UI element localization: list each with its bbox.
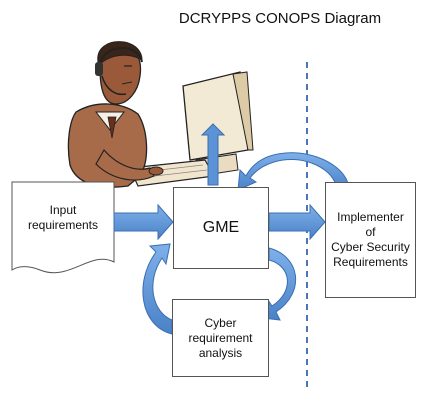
input-requirements-node: Input requirements: [12, 203, 114, 233]
person-at-computer-icon: [67, 41, 254, 188]
implementer-label-line-3: Cyber Security: [331, 240, 410, 254]
up-arrow-icon: [200, 123, 226, 186]
implementer-label-line-4: Requirements: [333, 255, 408, 269]
input-document-shape: [11, 181, 115, 274]
analysis-label-line-2: requirement: [188, 330, 253, 345]
gme-label: GME: [202, 219, 240, 236]
implementer-label-line-1: Implementer: [337, 210, 404, 224]
implementer-node: Implementer of Cyber Security Requiremen…: [325, 182, 416, 298]
analysis-label-line-3: analysis: [198, 345, 243, 360]
diagram-title: DCRYPPS CONOPS Diagram: [178, 10, 382, 27]
input-to-gme-arrow-icon: [113, 203, 174, 241]
analysis-label-line-1: Cyber: [204, 315, 237, 330]
analysis-to-gme-arrow-icon: [142, 243, 173, 335]
implementer-label-line-2: of: [365, 225, 376, 239]
gme-to-implementer-arrow-icon: [268, 203, 326, 241]
input-label-line-2: requirements: [27, 218, 99, 232]
cyber-requirement-analysis-node: Cyber requirement analysis: [172, 299, 269, 377]
gme-node: GME: [173, 187, 269, 269]
input-label-line-1: Input: [49, 203, 77, 217]
gme-to-analysis-arrow-icon: [261, 247, 297, 321]
